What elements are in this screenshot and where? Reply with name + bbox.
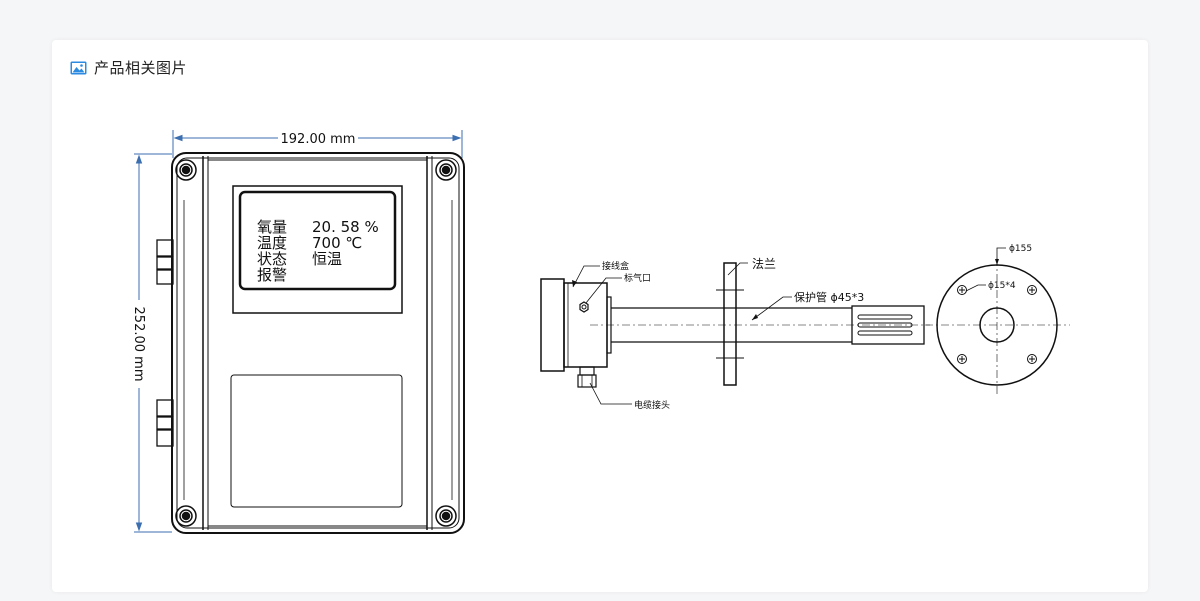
junction-box-label: 接线盒 [602,260,629,272]
height-dimension [134,153,172,533]
lcd-status-value: 恒温 [312,250,342,268]
flange-end-labels: ϕ155 ϕ15*4 [988,244,1032,291]
lcd-alarm-label: 报警 [257,266,287,284]
lcd-status-label: 状态 [257,250,287,268]
flange-label: 法兰 [752,257,776,271]
side-view-labels: 接线盒 标气口 电缆接头 法兰 保护管 ϕ45*3 [602,257,864,411]
lcd-temp-label: 温度 [257,234,287,252]
vent-label: 标气口 [624,272,651,284]
corner-screw-tr [435,159,457,181]
image-icon [70,61,87,74]
lcd-oxygen-value: 20. 58 % [312,218,379,236]
side-view [540,262,930,405]
product-images-card [52,40,1148,592]
lower-window [230,374,403,508]
width-dimension [172,130,463,158]
bolt-holes [957,285,1037,364]
corner-screw-br [435,505,457,527]
front-view: 192.00 mm 252.00 mm [131,130,465,534]
lcd-temp-value: 700 ℃ [312,234,362,252]
cable-gland-upper [156,239,174,285]
height-dim-label: 252.00 mm [131,307,146,382]
bolt-holes-label: ϕ15*4 [988,281,1016,291]
cable-connector-label: 电缆接头 [634,399,670,411]
corner-screw-bl [175,505,197,527]
section-header: 产品相关图片 [70,57,187,78]
tube-label: 保护管 ϕ45*3 [794,290,864,304]
lcd-oxygen-label: 氧量 [257,218,287,236]
lcd-display [232,185,403,314]
width-dim-label: 192.00 mm [281,132,356,147]
flange-end-view [925,247,1070,395]
flange-od-label: ϕ155 [1009,244,1032,254]
section-title: 产品相关图片 [94,59,188,77]
cable-gland-lower [156,399,174,447]
corner-screw-tl [175,159,197,181]
lcd-text: 氧量 20. 58 % 温度 700 ℃ 状态 恒温 报警 [257,218,379,284]
